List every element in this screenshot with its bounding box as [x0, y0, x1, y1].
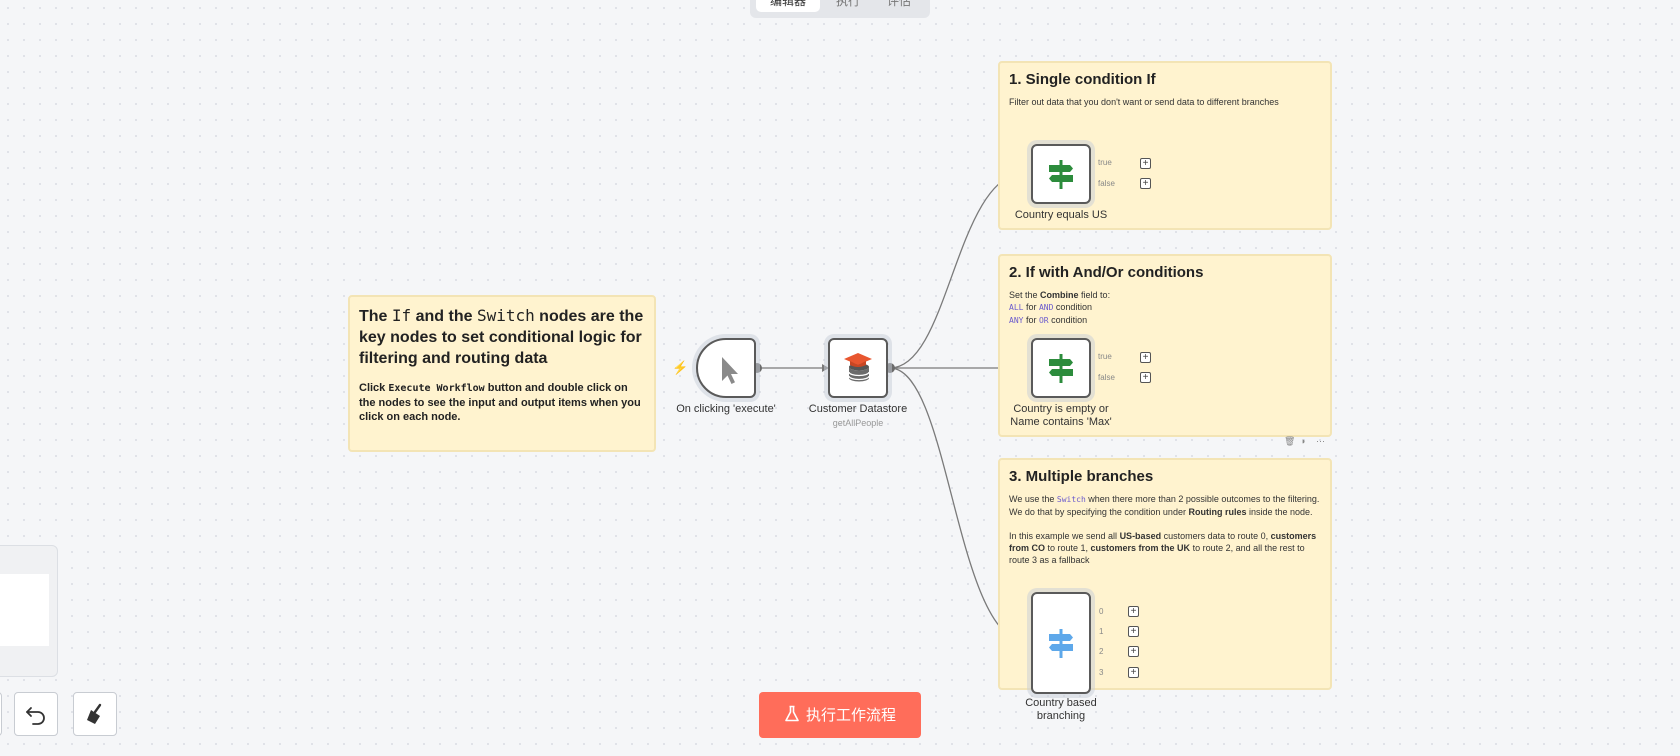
node-manual-trigger[interactable] [696, 338, 756, 398]
add-node-true-button[interactable]: + [1140, 352, 1151, 363]
toolbar-button-partial[interactable] [0, 692, 2, 736]
flask-icon [785, 705, 799, 722]
sticky-delete-icon[interactable]: 🗑 [1284, 436, 1296, 446]
signpost-icon [1049, 160, 1073, 189]
node-label-if1: Country equals US [1014, 209, 1108, 221]
add-node-false-button[interactable]: + [1140, 178, 1151, 189]
port-label-false: false [1098, 179, 1115, 188]
add-node-route-button[interactable]: + [1128, 606, 1139, 617]
note2-line2: ALL for AND condition [1009, 302, 1092, 312]
node-subtitle-datastore: getAllPeople [832, 418, 884, 428]
node-if-and-or[interactable] [1031, 338, 1091, 398]
side-panel [0, 545, 58, 677]
note2-title: 2. If with And/Or conditions [1009, 264, 1204, 281]
note2-line3: ANY for OR condition [1009, 315, 1088, 325]
node-if-country-us[interactable] [1031, 144, 1091, 204]
note3-title: 3. Multiple branches [1009, 468, 1154, 485]
undo-button[interactable] [14, 692, 58, 736]
side-panel-content [0, 574, 49, 646]
node-customer-datastore[interactable] [828, 338, 888, 398]
clear-execution-button[interactable] [73, 692, 117, 736]
port-label-route: 0 [1099, 607, 1104, 616]
add-node-route-button[interactable]: + [1128, 667, 1139, 678]
add-node-route-button[interactable]: + [1128, 646, 1139, 657]
database-icon [844, 353, 872, 382]
port-label-true: true [1098, 158, 1112, 167]
note1-body: Filter out data that you don't want or s… [1009, 97, 1279, 107]
add-node-false-button[interactable]: + [1140, 372, 1151, 383]
tab-executions[interactable]: 执行 [835, 0, 860, 8]
broom-icon [87, 703, 102, 724]
sticky-more-icon[interactable]: ⋯ [1316, 436, 1325, 446]
port-label-route: 1 [1099, 627, 1104, 636]
node-label-datastore: Customer Datastore [808, 403, 908, 415]
execute-workflow-button[interactable]: 执行工作流程 [759, 692, 921, 738]
node-switch[interactable] [1031, 592, 1091, 694]
add-node-true-button[interactable]: + [1140, 158, 1151, 169]
sticky-color-icon[interactable]: ◑ [1300, 436, 1306, 446]
tab-evaluations[interactable]: 评估 [886, 0, 911, 8]
tab-editor[interactable]: 编辑器 [756, 0, 820, 12]
trigger-bolt-icon: ⚡ [672, 360, 689, 375]
port-label-route: 2 [1099, 647, 1104, 656]
signpost-icon [1049, 354, 1073, 383]
note2-line1: Set the Combine field to: [1009, 290, 1111, 300]
cursor-icon [722, 357, 738, 384]
sticky-note-main[interactable]: The If and the Switch nodes are the key … [348, 295, 656, 452]
undo-icon [26, 707, 45, 725]
port-label-true: true [1098, 352, 1112, 361]
port-label-false: false [1098, 373, 1115, 382]
execute-workflow-label: 执行工作流程 [805, 707, 896, 724]
main-note-title: The If and the Switch nodes are the key … [359, 306, 644, 367]
signpost-icon [1049, 629, 1073, 658]
add-node-route-button[interactable]: + [1128, 626, 1139, 637]
note3-paragraph2: In this example we send all US-based cus… [1009, 531, 1317, 565]
port-label-route: 3 [1099, 668, 1104, 677]
node-label-trigger: On clicking 'execute' [676, 403, 776, 415]
note3-paragraph1: We use the Switch when there more than 2… [1009, 494, 1320, 517]
note1-title: 1. Single condition If [1009, 71, 1156, 88]
main-note-body: Click Execute Workflow button and double… [359, 382, 641, 423]
editor-tabs: 编辑器 执行 评估 [750, 0, 930, 18]
